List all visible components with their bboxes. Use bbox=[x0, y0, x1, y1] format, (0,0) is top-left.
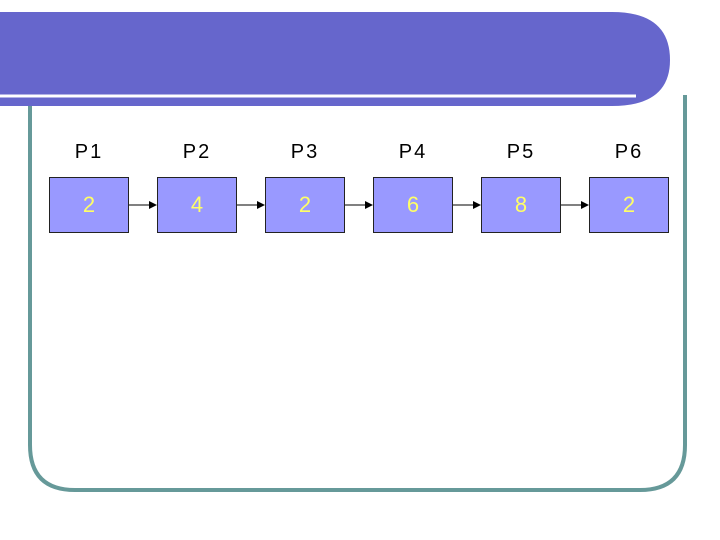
process-value-4: 6 bbox=[406, 192, 420, 217]
process-label-6: P6 bbox=[614, 141, 644, 163]
process-box-4: 6 bbox=[373, 177, 453, 233]
process-value-5: 8 bbox=[514, 192, 528, 217]
process-value-1: 2 bbox=[82, 192, 96, 217]
process-label-1: P1 bbox=[74, 141, 104, 163]
process-value-6: 2 bbox=[622, 192, 636, 217]
process-box-1: 2 bbox=[49, 177, 129, 233]
process-value-3: 2 bbox=[298, 192, 312, 217]
process-box-6: 2 bbox=[589, 177, 669, 233]
process-label-2: P2 bbox=[182, 141, 212, 163]
process-label-5: P5 bbox=[506, 141, 536, 163]
process-label-3: P3 bbox=[290, 141, 320, 163]
process-box-3: 2 bbox=[265, 177, 345, 233]
header-band bbox=[0, 12, 670, 106]
process-value-2: 4 bbox=[190, 192, 204, 217]
frame-outline bbox=[28, 95, 687, 492]
process-box-5: 8 bbox=[481, 177, 561, 233]
process-label-4: P4 bbox=[398, 141, 428, 163]
process-box-2: 4 bbox=[157, 177, 237, 233]
